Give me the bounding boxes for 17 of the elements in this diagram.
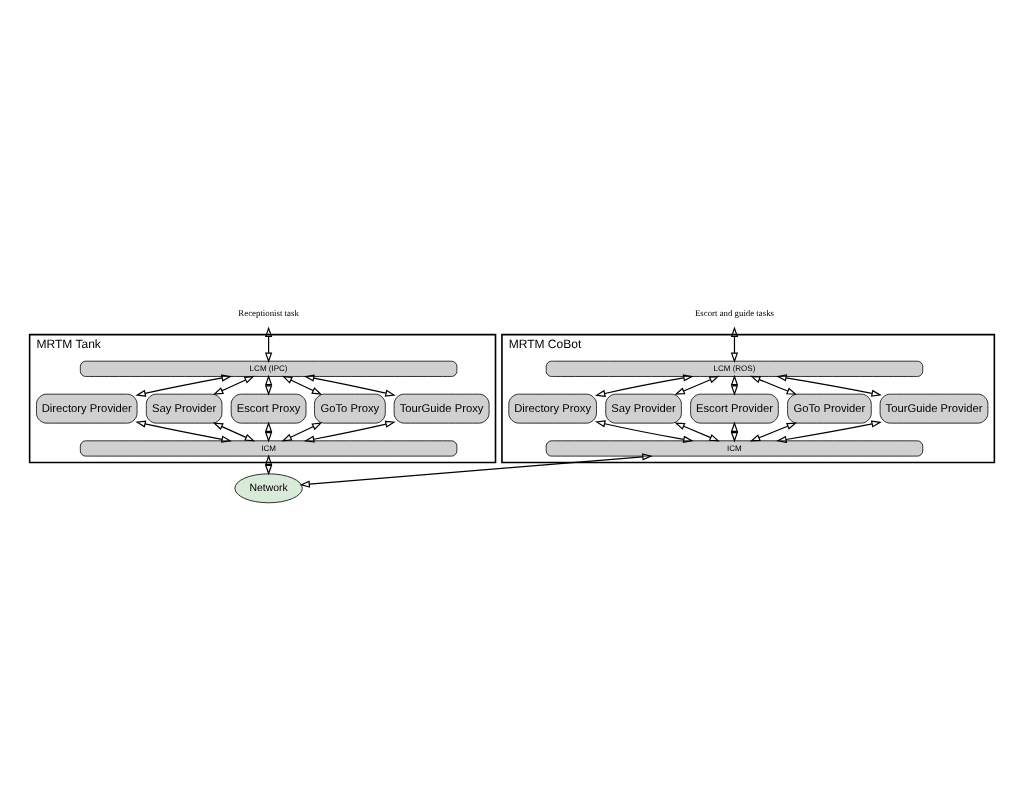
arrow: [212, 422, 256, 442]
arrow: [135, 374, 232, 397]
arrow: [776, 374, 882, 397]
arrow: [594, 374, 694, 397]
arrow: [303, 420, 396, 443]
arrow: [776, 420, 882, 444]
arrow: [303, 374, 396, 397]
arrow: [135, 420, 232, 443]
arrow: [594, 420, 694, 443]
arrow: [674, 375, 720, 395]
arrow: [749, 422, 798, 442]
arrow: [212, 375, 255, 395]
arrow: [281, 422, 323, 442]
arrow: [674, 422, 720, 442]
arrow: [281, 375, 323, 395]
arrow: [749, 375, 798, 395]
arrow: [299, 453, 653, 488]
